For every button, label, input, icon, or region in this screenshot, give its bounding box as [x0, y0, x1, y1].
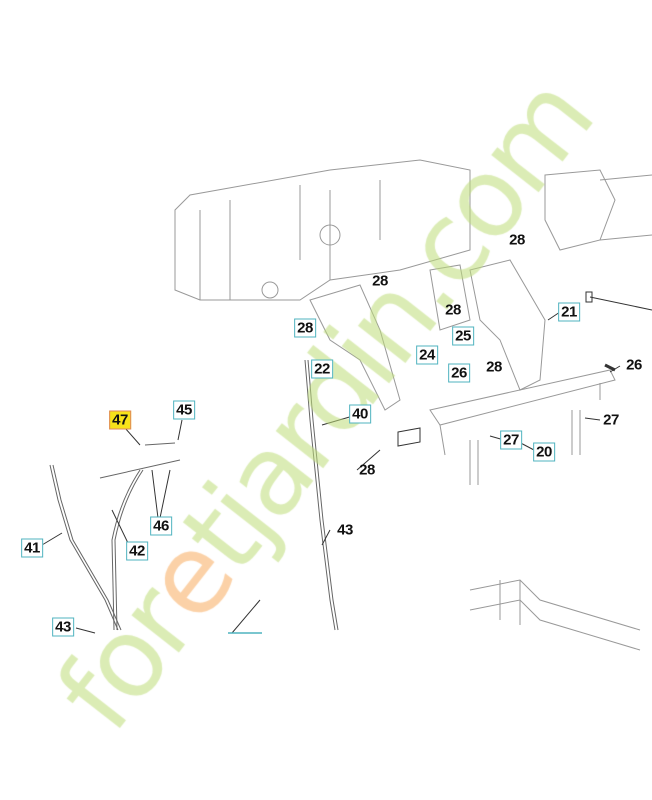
callout-45[interactable]: 45	[173, 400, 195, 420]
callout-24[interactable]: 24	[416, 345, 438, 365]
callout-28[interactable]: 28	[445, 301, 461, 319]
callout-43[interactable]: 43	[52, 617, 74, 637]
rod-21	[585, 291, 652, 311]
callout-42[interactable]: 42	[126, 541, 148, 561]
callout-22[interactable]: 22	[311, 359, 333, 379]
frame-outline	[174, 159, 652, 301]
callout-40[interactable]: 40	[349, 404, 371, 424]
lever-brackets	[309, 259, 546, 411]
callout-43[interactable]: 43	[337, 521, 353, 539]
callout-20[interactable]: 20	[533, 442, 555, 462]
callout-25[interactable]: 25	[452, 326, 474, 346]
callout-27[interactable]: 27	[603, 411, 619, 429]
callout-26[interactable]: 26	[626, 356, 642, 374]
callout-28[interactable]: 28	[359, 461, 375, 479]
callout-47-highlighted[interactable]: 47	[109, 410, 131, 430]
callout-21[interactable]: 21	[558, 302, 580, 322]
callout-28[interactable]: 28	[509, 231, 525, 249]
callout-27[interactable]: 27	[500, 430, 522, 450]
bottom-right-frame	[469, 579, 641, 651]
callout-28[interactable]: 28	[372, 272, 388, 290]
callout-28[interactable]: 28	[486, 358, 502, 376]
callout-46[interactable]: 46	[150, 516, 172, 536]
callout-28[interactable]: 28	[294, 318, 316, 338]
callout-26[interactable]: 26	[448, 363, 470, 383]
callout-41[interactable]: 41	[21, 538, 43, 558]
